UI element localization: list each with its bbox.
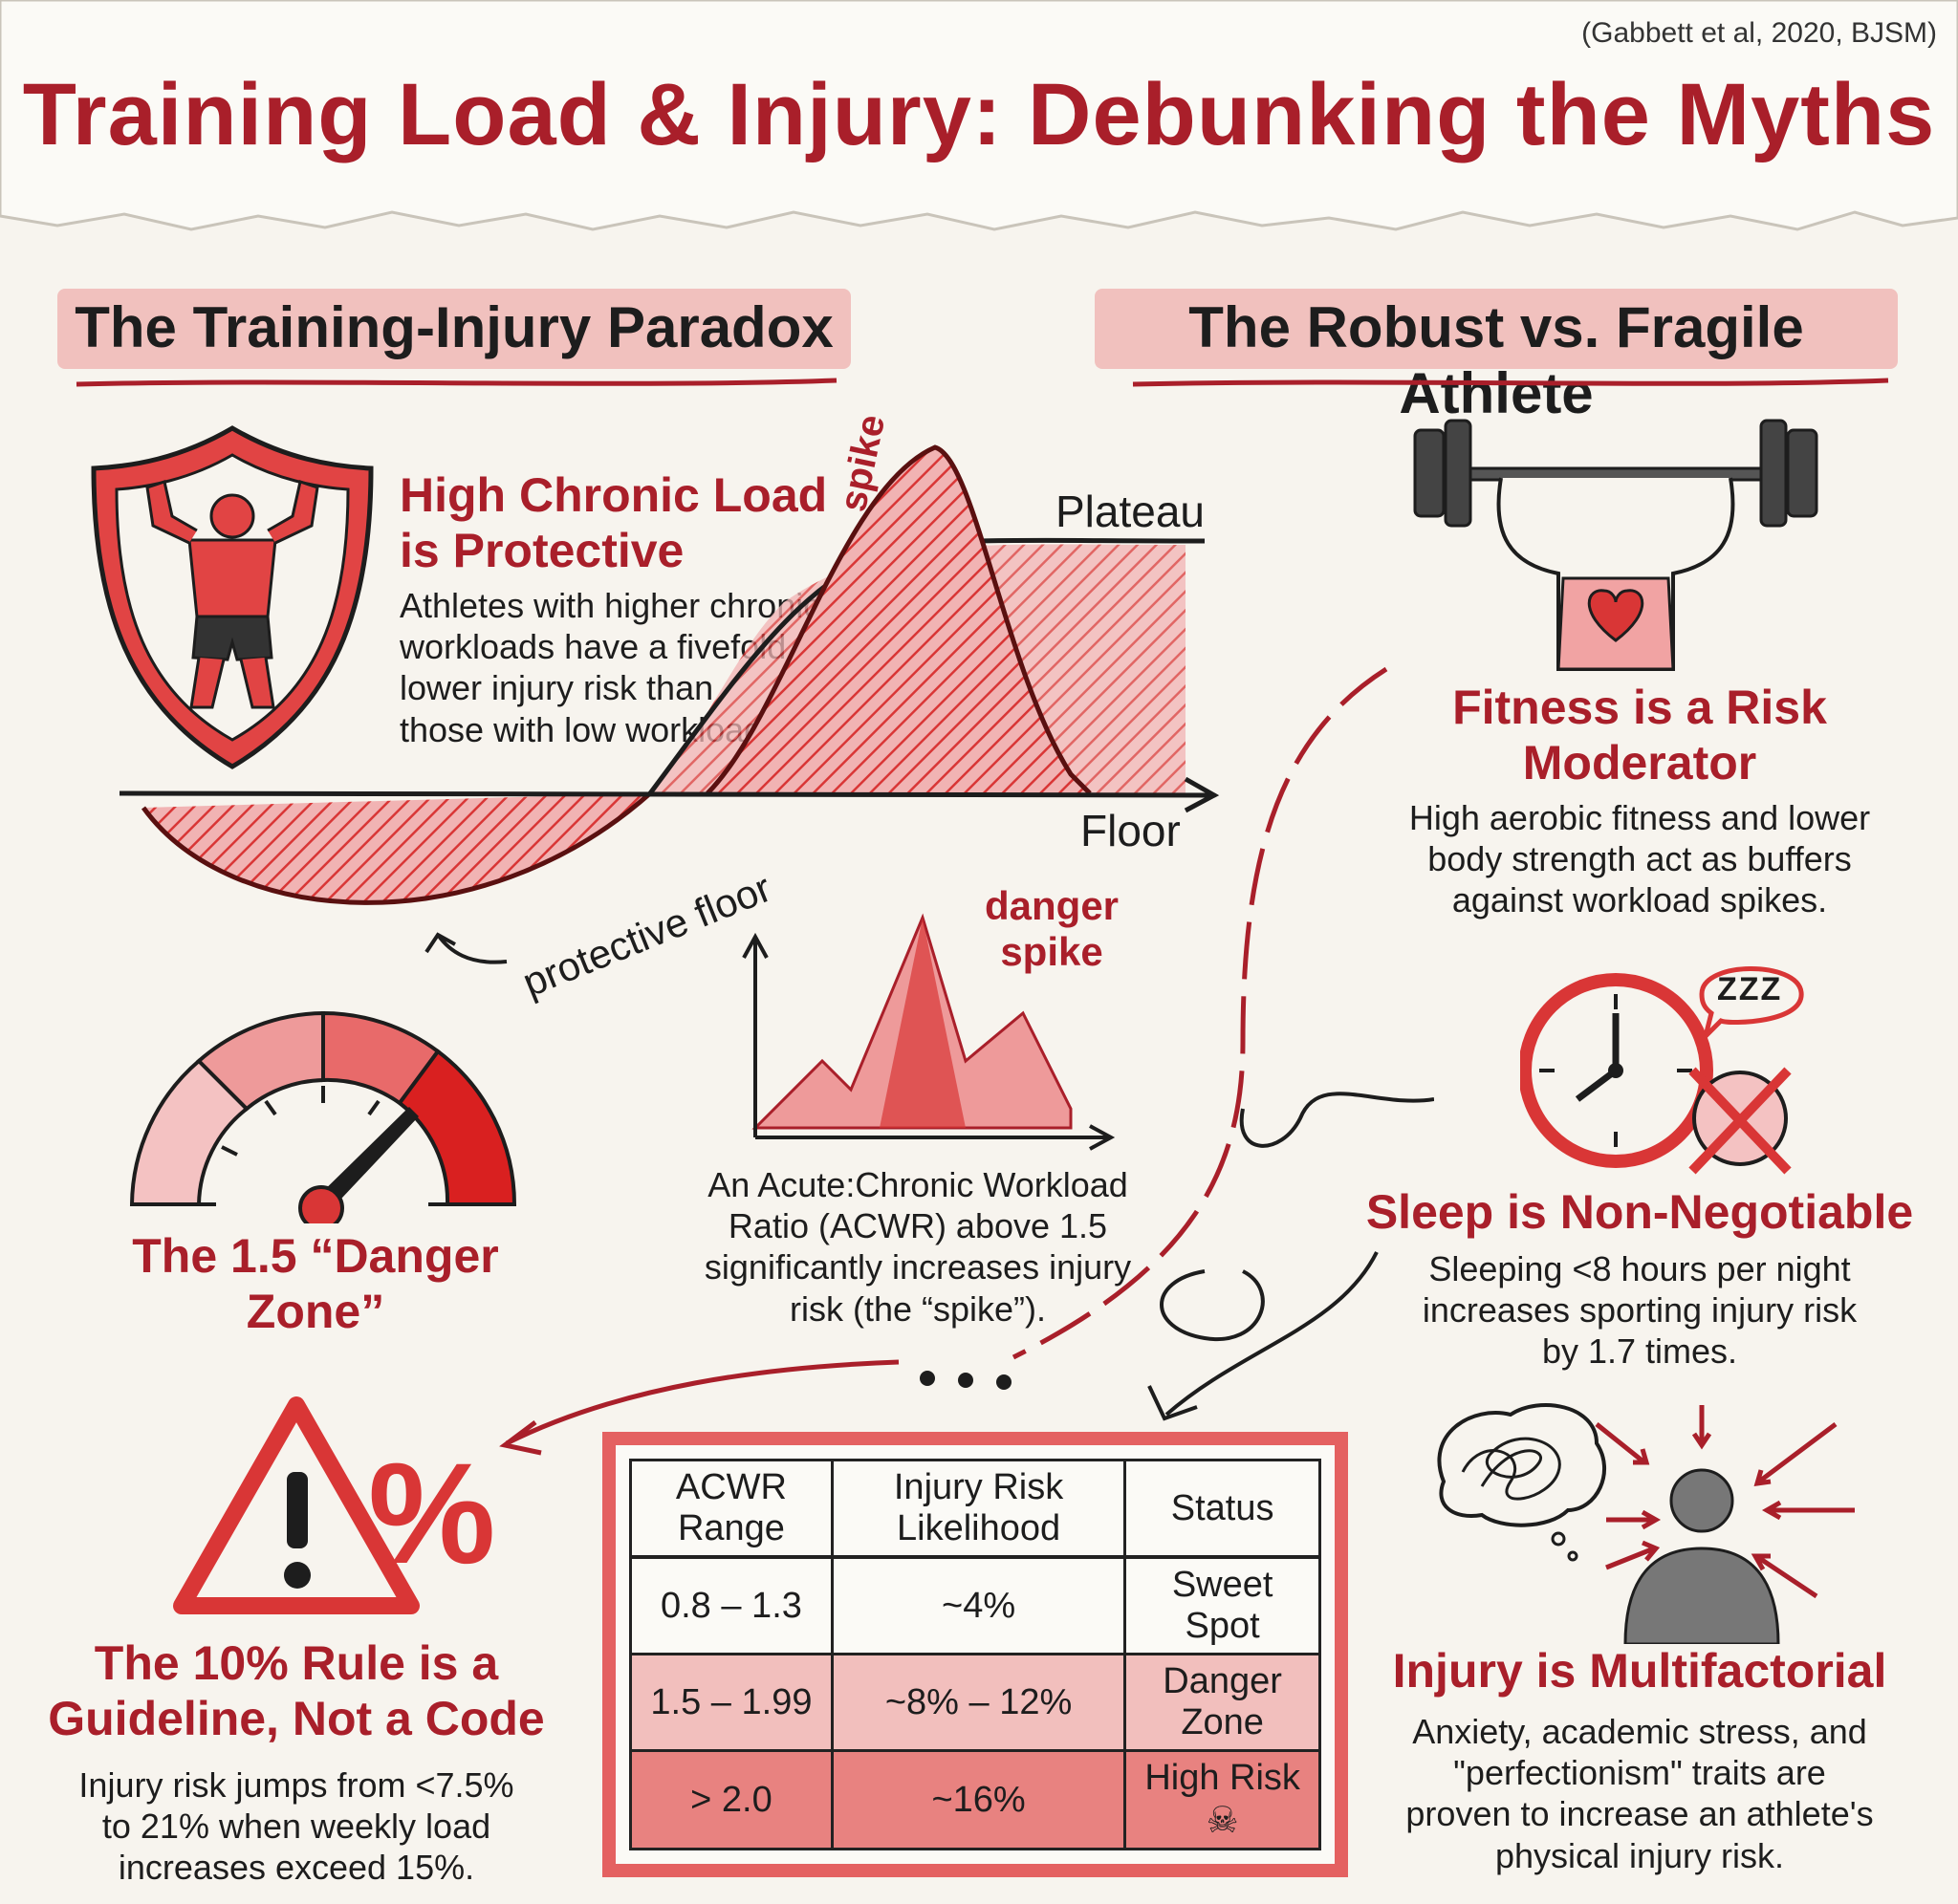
danger-spike-line1: danger bbox=[985, 883, 1120, 928]
danger-spike-line2: spike bbox=[1000, 929, 1103, 975]
page-title: Training Load & Injury: Debunking the My… bbox=[22, 66, 1936, 163]
connector-swirl bbox=[499, 666, 1434, 1456]
injury-risk-cell: ~16% bbox=[832, 1750, 1127, 1848]
chronic-title-line2: is Protective bbox=[400, 523, 685, 577]
gauge-needle bbox=[310, 1107, 419, 1214]
ten-percent-rule-title: The 10% Rule is a Guideline, Not a Code bbox=[38, 1636, 555, 1746]
fitness-title: Fitness is a Risk Moderator bbox=[1358, 681, 1922, 790]
table-row: 1.5 – 1.99 ~8% – 12% Danger Zone bbox=[632, 1654, 1318, 1752]
floor-label: Floor bbox=[1080, 806, 1181, 855]
protective-floor-curve bbox=[141, 791, 652, 905]
status-cell: High Risk ☠ bbox=[1124, 1750, 1318, 1848]
section-underline-left bbox=[76, 378, 838, 387]
col-header-status: Status bbox=[1124, 1461, 1318, 1559]
warning-percent-icon: % bbox=[173, 1396, 495, 1614]
acwr-range-cell: > 2.0 bbox=[632, 1750, 834, 1848]
protective-floor-arrow bbox=[424, 932, 508, 964]
danger-zone-label: The 1.5 “Danger Zone” bbox=[132, 1229, 499, 1338]
paradox-curve-illustration bbox=[119, 444, 1220, 964]
danger-zone-gauge bbox=[129, 1010, 517, 1223]
citation: (Gabbett et al, 2020, BJSM) bbox=[1581, 17, 1937, 49]
fitness-title-line2: Moderator bbox=[1522, 735, 1757, 790]
acwr-caption-line: An Acute:Chronic Workload bbox=[707, 1165, 1128, 1204]
sleep-body-line: Sleeping <8 hours per night bbox=[1428, 1249, 1851, 1288]
acwr-range-cell: 1.5 – 1.99 bbox=[632, 1654, 834, 1752]
section-band-left bbox=[57, 289, 851, 369]
injury-risk-cell: ~8% – 12% bbox=[832, 1654, 1127, 1752]
fitness-body-line: against workload spikes. bbox=[1451, 880, 1828, 920]
acwr-table-frame: ACWR Range Injury Risk Likelihood Status… bbox=[602, 1432, 1348, 1877]
protective-floor-area bbox=[143, 793, 650, 903]
section-underline-right bbox=[1132, 378, 1889, 387]
chronic-body-line: workloads have a fivefold bbox=[400, 627, 787, 667]
plateau-label: Plateau bbox=[1055, 487, 1206, 536]
rule-body-line: to 21% when weekly load bbox=[101, 1807, 491, 1847]
chronic-body-line: Athletes with higher chronic bbox=[400, 586, 821, 625]
ten-percent-rule-body: Injury risk jumps from <7.5% to 21% when… bbox=[38, 1764, 555, 1889]
chronic-title-line1: High Chronic Load bbox=[400, 468, 828, 522]
clock-alarm-icon bbox=[1520, 973, 1792, 1175]
status-cell: Sweet Spot bbox=[1124, 1557, 1318, 1655]
rule-title-line2: Guideline, Not a Code bbox=[48, 1691, 545, 1745]
sleep-body: Sleeping <8 hours per night increases sp… bbox=[1358, 1248, 1922, 1373]
acwr-table: ACWR Range Injury Risk Likelihood Status… bbox=[632, 1461, 1318, 1848]
floor-axis bbox=[119, 790, 1215, 798]
spike-area bbox=[707, 447, 1090, 793]
acwr-caption-line: risk (the “spike”). bbox=[789, 1288, 1047, 1329]
acwr-range-cell: 0.8 – 1.3 bbox=[632, 1557, 834, 1655]
acwr-spike-chart bbox=[742, 913, 1116, 1151]
floor-axis-arrow bbox=[1184, 776, 1220, 813]
section-title-robust: The Robust vs. Fragile Athlete bbox=[1188, 295, 1804, 425]
multifactorial-title: Injury is Multifactorial bbox=[1392, 1644, 1887, 1698]
gauge-pivot bbox=[298, 1185, 344, 1223]
fitness-title-line1: Fitness is a Risk bbox=[1452, 681, 1827, 734]
sleep-title: Sleep is Non-Negotiable bbox=[1365, 1185, 1914, 1239]
rule-title-line1: The 10% Rule is a bbox=[94, 1636, 499, 1690]
acwr-caption-line: Ratio (ACWR) above 1.5 bbox=[728, 1206, 1108, 1246]
fitness-body: High aerobic fitness and lower body stre… bbox=[1358, 797, 1922, 921]
table-row: 0.8 – 1.3 ~4% Sweet Spot bbox=[632, 1557, 1318, 1655]
zzz-label: ZZZ bbox=[1717, 971, 1783, 1007]
multi-body-line: proven to increase an athlete's bbox=[1405, 1794, 1874, 1834]
chronic-load-title: High Chronic Load is Protective bbox=[400, 468, 827, 578]
multifactorial-body: Anxiety, academic stress, and "perfectio… bbox=[1358, 1711, 1922, 1876]
sleep-body-line: increases sporting injury risk bbox=[1422, 1290, 1858, 1331]
table-row: > 2.0 ~16% High Risk ☠ bbox=[632, 1750, 1318, 1848]
multi-body-line: "perfectionism" traits are bbox=[1453, 1753, 1826, 1793]
col-header-injury-risk: Injury Risk Likelihood bbox=[832, 1461, 1127, 1559]
table-header-row: ACWR Range Injury Risk Likelihood Status bbox=[632, 1461, 1318, 1559]
skull-icon: ☠ bbox=[1206, 1801, 1239, 1841]
fitness-body-line: High aerobic fitness and lower bbox=[1408, 798, 1871, 837]
injury-risk-cell: ~4% bbox=[832, 1557, 1127, 1655]
acwr-caption-line: significantly increases injury bbox=[704, 1247, 1132, 1287]
chronic-load-body: Athletes with higher chronic workloads h… bbox=[400, 585, 820, 750]
rule-body-line: increases exceed 15%. bbox=[118, 1848, 475, 1888]
acwr-caption: An Acute:Chronic Workload Ratio (ACWR) a… bbox=[679, 1164, 1157, 1330]
section-band-right bbox=[1095, 289, 1898, 369]
fitness-body-line: body strength act as buffers bbox=[1427, 839, 1852, 879]
torn-paper-header bbox=[0, 0, 1958, 231]
spike-curve bbox=[706, 444, 1092, 795]
weightlifter-icon bbox=[1413, 419, 1818, 671]
section-title-paradox: The Training-Injury Paradox bbox=[75, 295, 834, 359]
speech-bubble-icon bbox=[1699, 966, 1804, 1042]
danger-spike-label: danger spike bbox=[985, 883, 1119, 976]
multi-body-line: Anxiety, academic stress, and bbox=[1412, 1712, 1867, 1751]
col-header-acwr-range: ACWR Range bbox=[632, 1461, 834, 1559]
rule-body-line: Injury risk jumps from <7.5% bbox=[78, 1765, 514, 1805]
svg-text:%: % bbox=[368, 1433, 495, 1593]
status-cell: Danger Zone bbox=[1124, 1654, 1318, 1752]
shield-strongman-icon bbox=[91, 425, 374, 769]
status-text: High Risk bbox=[1144, 1758, 1300, 1798]
multi-body-line: physical injury risk. bbox=[1494, 1835, 1785, 1875]
chronic-body-line: lower injury risk than bbox=[400, 668, 714, 708]
stress-brain-figure-icon bbox=[1437, 1403, 1855, 1644]
sleep-body-line: by 1.7 times. bbox=[1541, 1331, 1738, 1372]
